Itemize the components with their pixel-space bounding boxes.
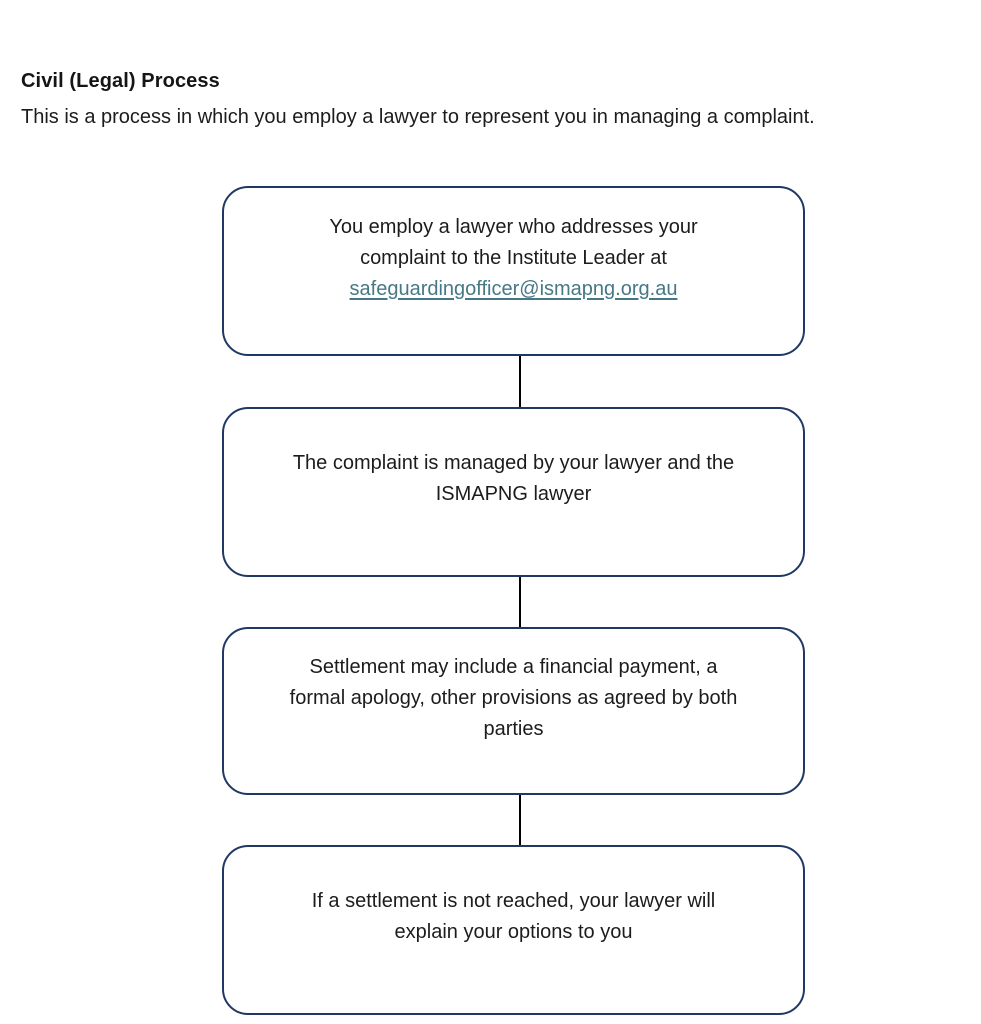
flow-connector [518, 356, 521, 407]
flow-step-text: The complaint is managed by your lawyer … [292, 452, 735, 505]
civil-process-flowchart: You employ a lawyer who addresses your c… [222, 186, 805, 1015]
flow-connector [518, 577, 521, 627]
safeguarding-officer-email-link[interactable]: safeguardingofficer@ismapng.org.au [349, 277, 678, 300]
flow-step-text: You employ a lawyer who addresses your c… [329, 215, 698, 269]
flow-step-text: If a settlement is not reached, your law… [311, 890, 716, 943]
flow-step-settlement: Settlement may include a financial payme… [222, 627, 805, 795]
page-description: This is a process in which you employ a … [21, 106, 815, 128]
flow-step-no-settlement: If a settlement is not reached, your law… [222, 845, 805, 1015]
flow-step-text: Settlement may include a financial payme… [289, 655, 738, 740]
flow-step-complaint-managed: The complaint is managed by your lawyer … [222, 407, 805, 577]
flow-step-employ-lawyer: You employ a lawyer who addresses your c… [222, 186, 805, 356]
flow-connector [518, 795, 521, 845]
page-title: Civil (Legal) Process [21, 70, 220, 92]
document-header: Civil (Legal) Process This is a process … [0, 0, 981, 130]
